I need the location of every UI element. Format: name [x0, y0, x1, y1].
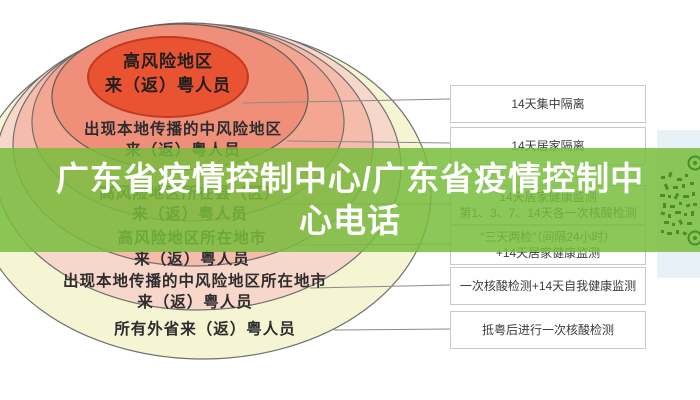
- ring-6-label: 所有外省来（返）粤人员: [114, 321, 296, 338]
- ring-1-label: 高风险地区 来（返）粤人员: [105, 52, 231, 95]
- measure-box-test-on-arrival: 抵粤后进行一次核酸检测: [450, 311, 646, 349]
- measure-box-one-test-self-monitoring: 一次核酸检测+14天自我健康监测: [450, 267, 646, 305]
- qr-code-icon: [660, 155, 700, 246]
- banner-title-line-2: 心电话: [299, 202, 401, 239]
- measure-box-centralized-quarantine: 14天集中隔离: [450, 85, 646, 123]
- banner-title-line-1: 广东省疫情控制中心/广东省疫情控制中: [55, 160, 645, 197]
- ring-1-high-risk-area: [87, 36, 249, 118]
- ring-5-label: 出现本地传播的中风险地区所在地市 来（返）粤人员: [62, 273, 327, 311]
- banner-title: 广东省疫情控制中心/广东省疫情控制中 心电话: [45, 158, 655, 242]
- green-banner-overlay: [0, 148, 700, 252]
